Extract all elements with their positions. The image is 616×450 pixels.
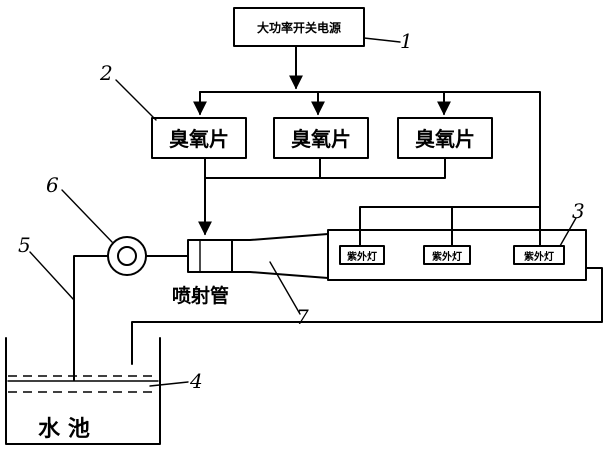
ozone-plate-3: 臭氧片 — [397, 117, 493, 159]
uv-lamp-1 — [339, 245, 385, 265]
uv-lamp-3 — [513, 245, 565, 265]
pump — [73, 236, 189, 291]
ozone-output-lines — [198, 157, 446, 236]
pump-outer — [107, 236, 147, 276]
pump-inner — [117, 246, 137, 266]
uv-chamber: 紫外灯 紫外灯 紫外灯 — [327, 206, 587, 281]
return-pipe — [131, 267, 603, 365]
jet-pipe-label: 喷射管 — [172, 284, 229, 307]
ozone-plate-2: 臭氧片 — [273, 117, 369, 159]
callout-4: 4 — [189, 369, 203, 393]
callouts: 1 2 3 4 5 6 7 — [18, 29, 585, 393]
uv-lamp-2 — [423, 245, 471, 265]
uv-lamp-label: 紫外灯 — [524, 250, 554, 263]
pool-label: 水 池 — [38, 417, 90, 442]
jet-pipe-inlet — [187, 239, 233, 273]
callout-5: 5 — [18, 233, 31, 257]
callout-7: 7 — [296, 305, 309, 329]
callout-1: 1 — [400, 29, 413, 53]
ozone-plate-label: 臭氧片 — [169, 127, 229, 151]
power-distribution-lines — [193, 45, 541, 246]
power-supply: 大功率开关电源 — [233, 7, 365, 47]
ozone-plate-label: 臭氧片 — [415, 127, 475, 151]
ozone-plate-1: 臭氧片 — [151, 117, 247, 159]
power-supply-label: 大功率开关电源 — [257, 20, 341, 35]
jet-pipe: 喷射管 — [172, 233, 329, 307]
callout-6: 6 — [46, 173, 59, 197]
ozone-plate-box — [151, 117, 247, 159]
uv-lamp-label: 紫外灯 — [347, 250, 377, 263]
ozone-plate-label: 臭氧片 — [291, 127, 351, 151]
power-supply-box — [233, 7, 365, 47]
callout-3: 3 — [572, 199, 585, 223]
uv-chamber-box — [327, 229, 587, 281]
uv-lamp-label: 紫外灯 — [432, 250, 462, 263]
water-pool: 水 池 — [5, 337, 161, 445]
callout-2: 2 — [99, 61, 113, 85]
